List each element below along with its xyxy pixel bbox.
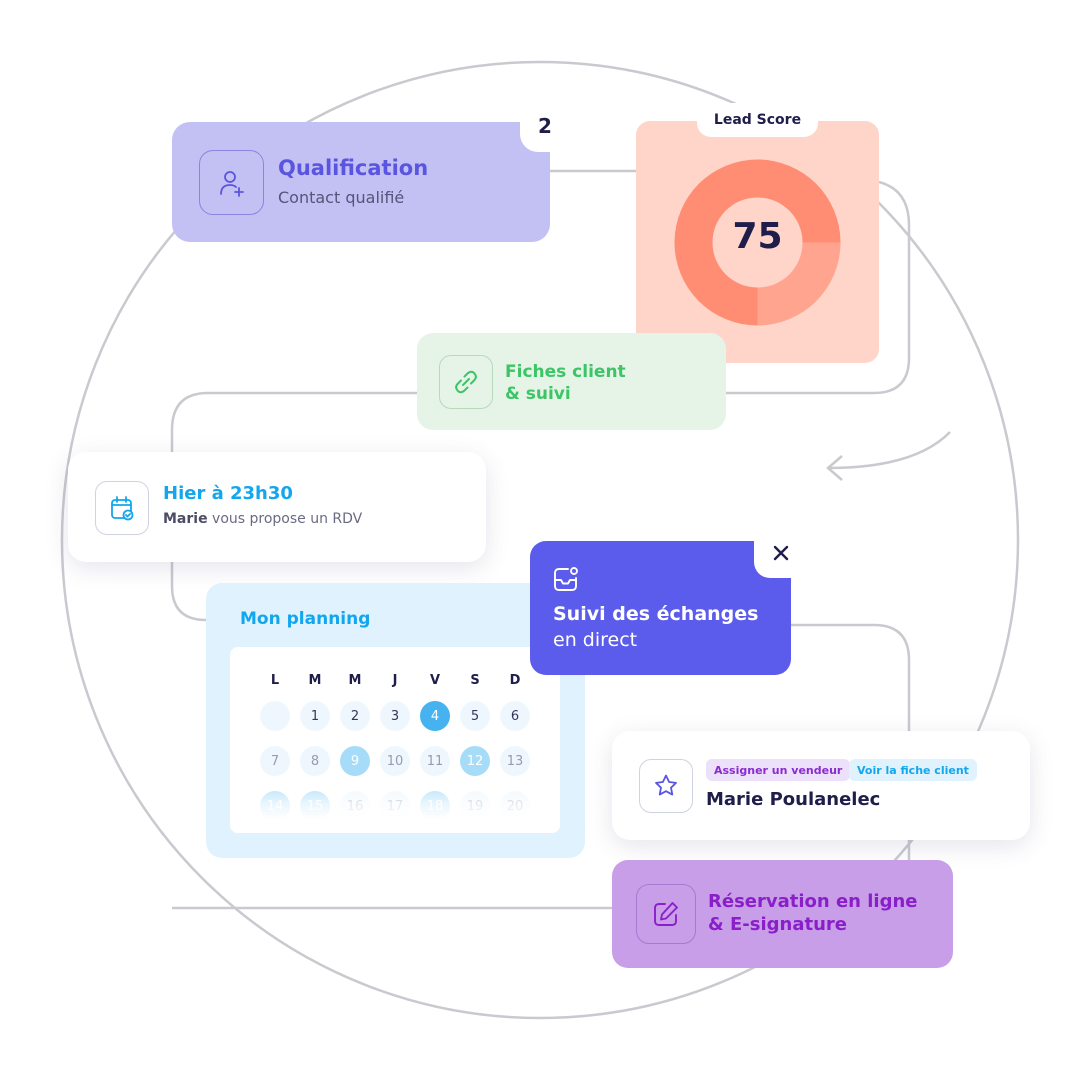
qualification-subtitle: Contact qualifié [278,188,405,207]
calendar-day[interactable]: 11 [420,746,450,776]
fiches-client-line1: Fiches client [505,362,626,382]
reservation-line1: Réservation en ligne [708,891,918,912]
link-icon [439,355,493,409]
weekday-header: J [392,673,398,688]
calendar-day[interactable]: 1 [300,701,330,731]
qualification-card[interactable]: Qualification Contact qualifié [172,122,550,242]
calendar-day[interactable]: 10 [380,746,410,776]
weekday-header: D [509,673,521,688]
calendar-check-icon [95,481,149,535]
close-button[interactable] [754,528,808,578]
notification-message: Marie vous propose un RDV [163,511,362,527]
planning-card: Mon planning L M M J V S D 1 2 3 4 5 6 7… [206,583,585,858]
calendar-day-highlighted[interactable]: 12 [460,746,490,776]
calendar-day[interactable]: 2 [340,701,370,731]
calendar-day[interactable] [260,701,290,731]
weekday-header: M [348,673,362,688]
reservation-line2: & E-signature [708,914,847,935]
contact-card[interactable]: Assigner un vendeur Voir la fiche client… [612,731,1030,840]
qualification-count-badge: 2 [520,100,570,152]
calendar-fade-overlay [230,779,560,833]
lead-score-card[interactable]: 75 [636,121,879,363]
rdv-notification-card[interactable]: Hier à 23h30 Marie vous propose un RDV [68,452,486,562]
suivi-echanges-card[interactable]: Suivi des échanges en direct [530,541,791,675]
view-client-file-tag[interactable]: Voir la fiche client [849,759,977,781]
calendar-day[interactable]: 13 [500,746,530,776]
assign-seller-tag[interactable]: Assigner un vendeur [706,759,851,781]
calendar: L M M J V S D 1 2 3 4 5 6 7 8 9 10 11 12… [230,647,560,833]
calendar-day[interactable]: 8 [300,746,330,776]
edit-icon [636,884,696,944]
fiches-client-card[interactable]: Fiches client & suivi [417,333,726,430]
lead-score-donut [674,159,841,326]
lead-score-label: Lead Score [697,103,818,137]
lead-score-value: 75 [732,216,783,257]
calendar-day-selected[interactable]: 4 [420,701,450,731]
reservation-title: Réservation en ligne & E-signature [708,890,918,936]
weekday-header: M [308,673,322,688]
reservation-card[interactable]: Réservation en ligne & E-signature [612,860,953,968]
notification-text: vous propose un RDV [212,511,363,527]
user-plus-icon [199,150,264,215]
calendar-day[interactable]: 7 [260,746,290,776]
suivi-title: Suivi des échanges [553,603,759,625]
planning-title: Mon planning [240,609,371,629]
close-icon [773,545,789,561]
weekday-header: L [270,673,280,688]
fiches-client-line2: & suivi [505,384,571,404]
calendar-day[interactable]: 6 [500,701,530,731]
donut-center [712,197,803,288]
calendar-day[interactable]: 3 [380,701,410,731]
fiches-client-title: Fiches client & suivi [505,361,626,405]
calendar-day[interactable]: 5 [460,701,490,731]
notification-time: Hier à 23h30 [163,483,293,504]
notification-sender: Marie [163,511,208,527]
weekday-header: S [470,673,480,688]
inbox-notification-icon [552,565,580,597]
qualification-title: Qualification [278,156,429,180]
weekday-header: V [429,673,441,688]
star-icon [639,759,693,813]
contact-name: Marie Poulanelec [706,789,881,810]
suivi-subtitle: en direct [553,629,638,651]
calendar-day-highlighted[interactable]: 9 [340,746,370,776]
